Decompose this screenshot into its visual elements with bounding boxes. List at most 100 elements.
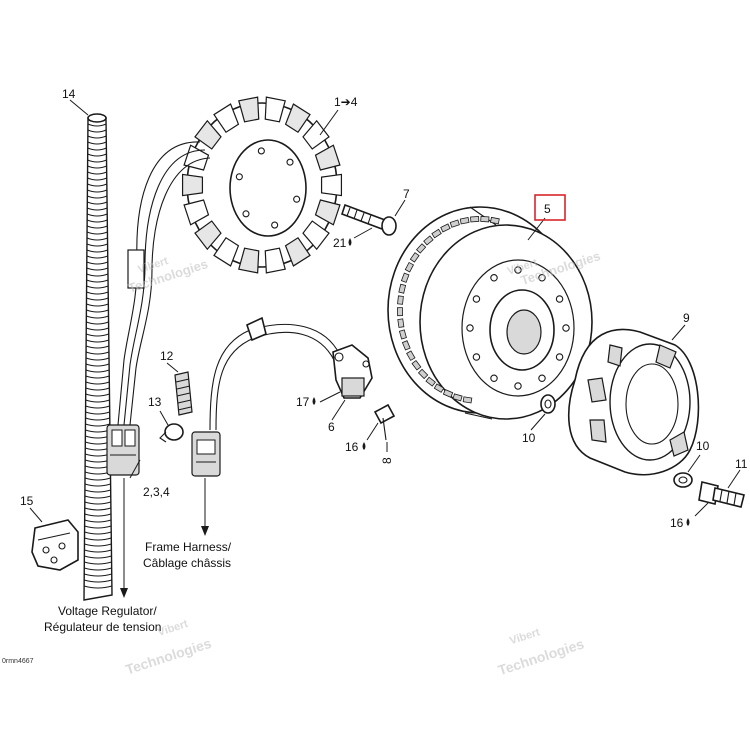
coil-turn: [84, 555, 112, 559]
stator-bolt-hole: [286, 158, 294, 166]
caption-voltage-regulator-en: Voltage Regulator/: [58, 604, 157, 618]
flywheel-5: [387, 206, 593, 420]
label-10-a: 10: [522, 431, 536, 445]
connector-2-3-4: [106, 424, 140, 476]
coil-turn: [86, 237, 108, 241]
label-16-b: 16: [670, 516, 684, 530]
flywheel-hole: [538, 374, 546, 382]
coil-turn: [87, 129, 107, 133]
coil-turn: [83, 579, 112, 583]
label-10-b: 10: [696, 439, 710, 453]
flywheel-slot: [480, 216, 490, 223]
coil-turn: [85, 375, 110, 379]
flywheel-slot: [397, 295, 404, 305]
flywheel-slot: [400, 272, 410, 283]
stator-tooth: [183, 199, 210, 226]
coil-turn: [87, 135, 107, 139]
flywheel-hole: [466, 324, 474, 332]
coil-turn: [84, 501, 111, 505]
clip-13: [159, 423, 184, 443]
flywheel-hole: [514, 266, 522, 274]
coil-turn: [85, 381, 110, 385]
label-8: 8: [380, 457, 394, 464]
coil-turn: [84, 477, 111, 481]
flywheel-hole: [562, 324, 570, 332]
loom-sleeve-14: [83, 113, 113, 601]
label-7: 7: [403, 187, 410, 201]
flywheel-slot: [490, 216, 500, 225]
coil-turn: [84, 549, 112, 553]
flywheel-slot: [440, 223, 451, 233]
coil-turn: [85, 369, 110, 373]
stator-tooth: [194, 119, 222, 150]
stator-tooth: [302, 119, 330, 150]
coil-turn: [86, 267, 109, 271]
label-5: 5: [544, 202, 551, 216]
stator-tooth: [314, 144, 341, 171]
coil-turn: [86, 333, 109, 337]
stator-tooth: [238, 96, 260, 123]
coil-turn: [86, 255, 108, 259]
stator-tooth: [213, 103, 240, 134]
sensor-harness: [191, 316, 341, 477]
trigger-coil-6: [332, 344, 373, 399]
coil-turn: [86, 219, 108, 223]
spring-12: [174, 371, 193, 416]
bolt-11: [698, 481, 745, 508]
flywheel-slot: [449, 219, 460, 228]
coil-turn: [85, 417, 110, 421]
coil-turn: [84, 495, 111, 499]
flywheel-slot: [470, 216, 480, 223]
captions: Frame Harness/ Câblage châssis Voltage R…: [2, 540, 232, 665]
coil-turn: [86, 315, 109, 319]
flywheel-hole: [555, 353, 564, 361]
coil-turn: [85, 411, 110, 415]
flywheel-slot: [406, 350, 416, 361]
washer-10-b: [673, 472, 693, 488]
flywheel-slot: [425, 376, 436, 387]
stator-bolt-hole: [242, 210, 250, 218]
stator-tooth: [314, 199, 341, 226]
flywheel-slot: [415, 243, 427, 254]
label-13: 13: [148, 395, 162, 409]
stator-tooth: [284, 103, 311, 134]
coil-turn: [84, 513, 112, 517]
coil-turn: [87, 171, 107, 175]
flywheel-hole: [514, 382, 522, 390]
coil-turn: [85, 363, 110, 367]
caption-voltage-regulator-fr: Régulateur de tension: [44, 620, 161, 634]
figure-code: 0rmn4667: [2, 658, 34, 665]
coil-turn: [86, 225, 108, 229]
coil-turn: [84, 507, 112, 511]
flywheel-slot: [417, 368, 429, 380]
coil-turn: [85, 387, 110, 391]
coil-turn: [86, 249, 108, 253]
marker-glyphs: [312, 238, 690, 526]
flywheel-hole: [472, 295, 481, 303]
coil-turn: [84, 489, 111, 493]
coil-turn: [87, 189, 108, 193]
coil-turn: [87, 123, 107, 127]
coil-turn: [86, 243, 108, 247]
housing-15: [31, 519, 79, 571]
coil-turn: [85, 393, 110, 397]
flywheel-slot: [462, 396, 473, 404]
flywheel-slot: [409, 252, 420, 263]
flywheel-slot: [442, 389, 454, 398]
coil-turn: [87, 153, 107, 157]
coil-turn: [86, 291, 109, 295]
starter-drive-9: [567, 328, 700, 476]
flywheel-slot: [433, 383, 445, 393]
flywheel-slot: [459, 217, 470, 225]
flywheel-slot: [452, 393, 463, 402]
stator-bolt-hole: [293, 195, 301, 203]
bolt-7: [340, 203, 397, 236]
caption-frame-harness-fr: Câblage châssis: [143, 556, 231, 570]
flywheel-hole: [555, 295, 564, 303]
coil-turn: [87, 165, 107, 169]
coil-turn: [86, 297, 109, 301]
coil-turn: [87, 183, 108, 187]
coil-turn: [86, 285, 109, 289]
watermark-line2-c: Technologies: [123, 635, 213, 678]
stator-bolt-hole: [271, 221, 279, 229]
